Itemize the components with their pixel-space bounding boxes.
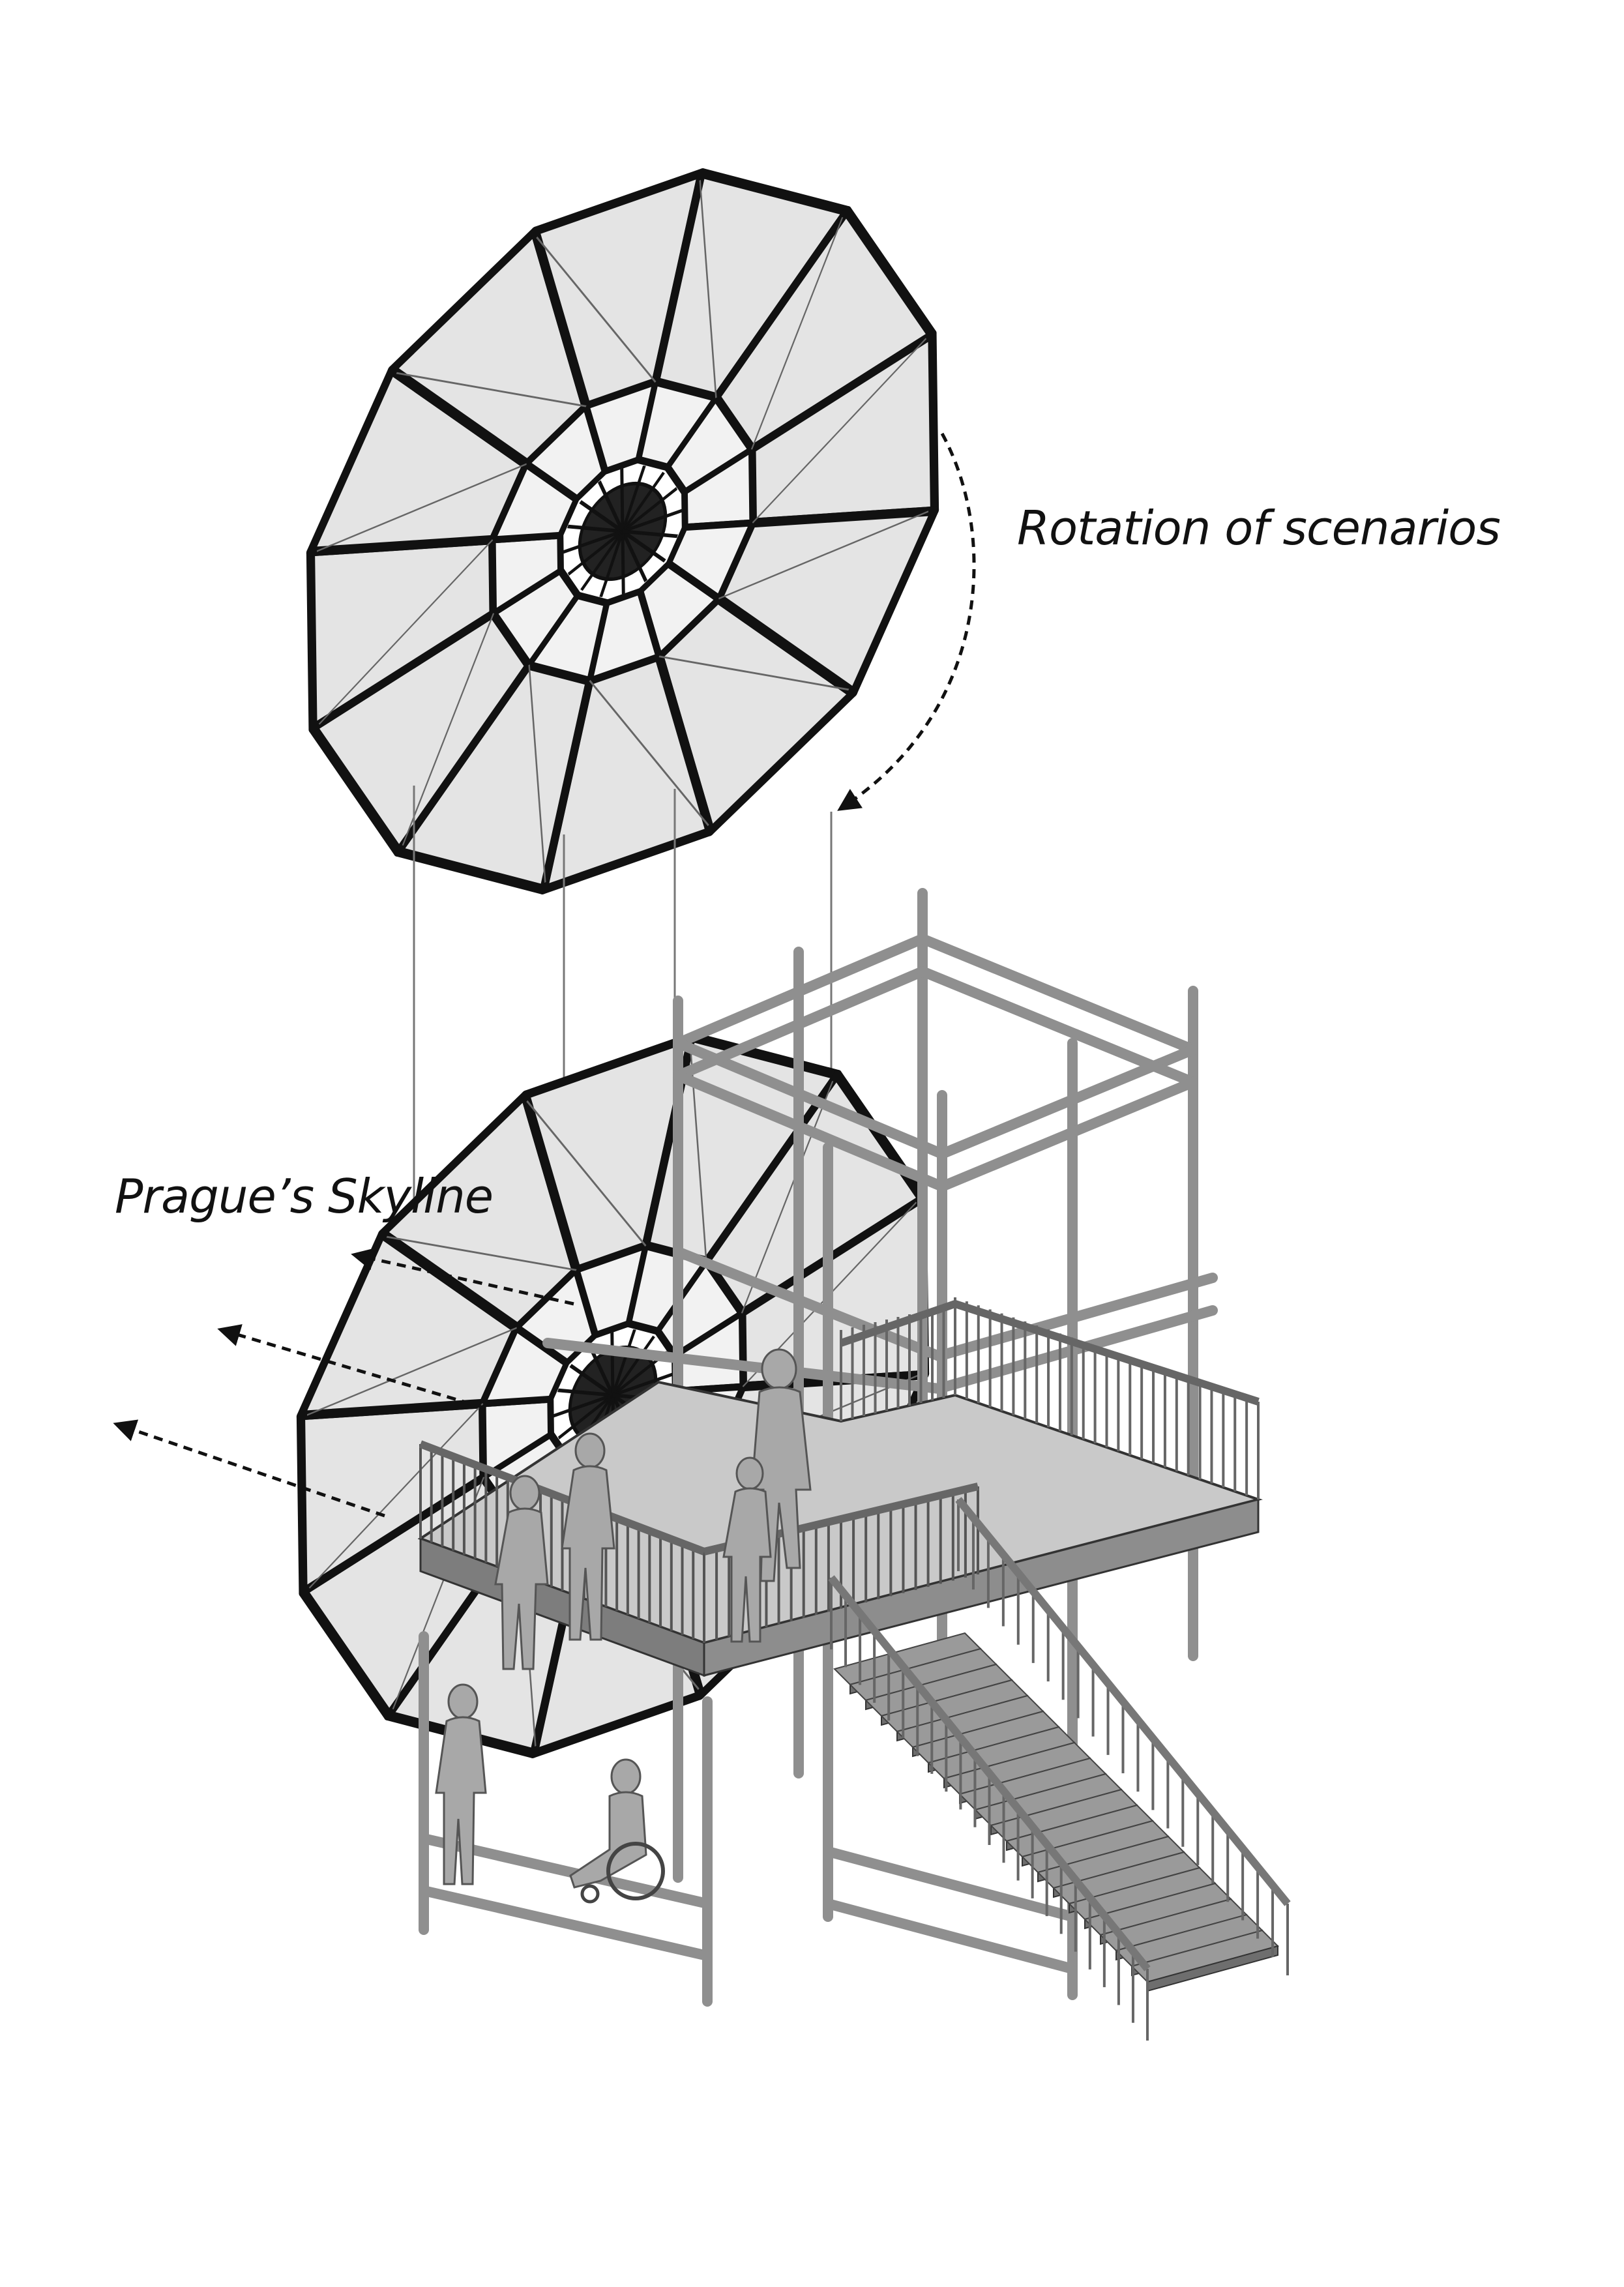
rotation-arrow — [837, 432, 976, 811]
skyline-arrows — [113, 1248, 574, 1518]
pragues-skyline-label: Prague’s Skyline — [115, 1169, 494, 1224]
upper-rotating-wheel — [306, 168, 939, 894]
rotation-of-scenarios-label: Rotation of scenarios — [1017, 501, 1501, 555]
person-figure — [561, 1432, 615, 1641]
people-figures — [435, 1348, 812, 1904]
wheelchair-user-figure — [569, 1758, 665, 1904]
wheel-inner-panel — [664, 519, 758, 604]
platform-deck — [417, 1297, 1263, 1677]
person-figure — [722, 1456, 772, 1643]
person-figure — [435, 1683, 487, 1885]
person-figure — [494, 1475, 549, 1670]
staircase — [828, 1497, 1291, 2041]
